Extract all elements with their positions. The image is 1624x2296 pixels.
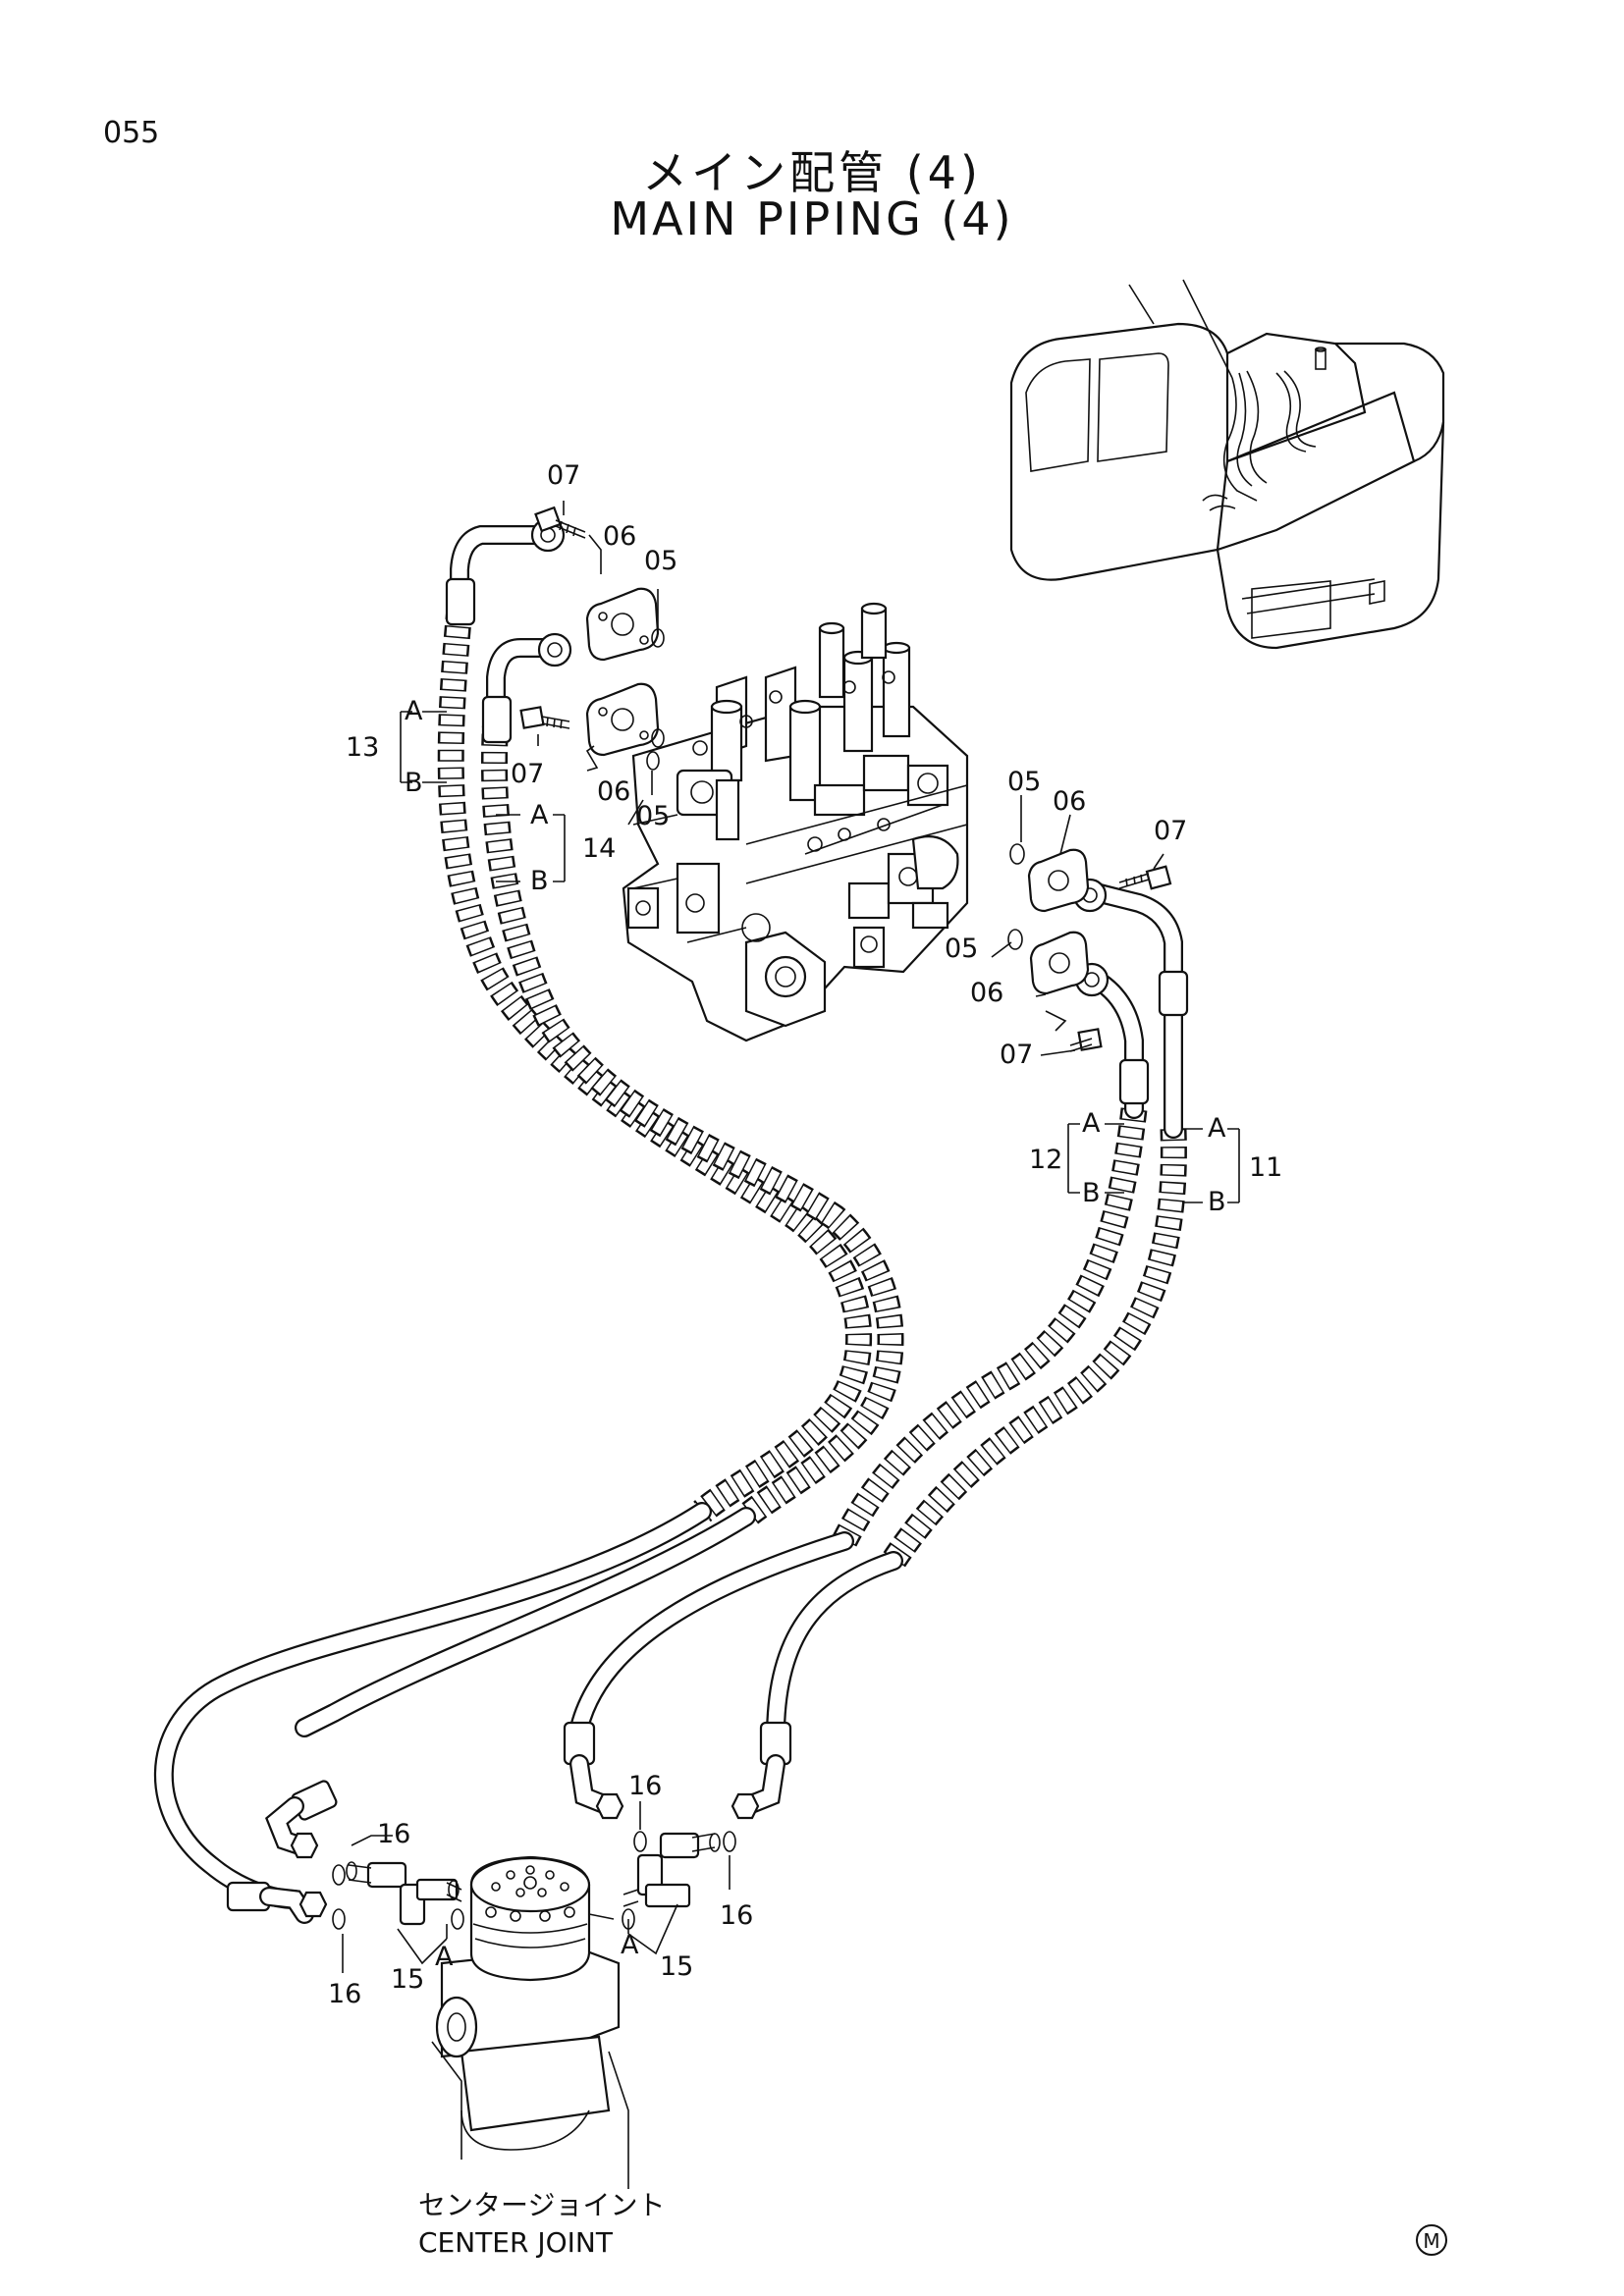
callout-07-right: 07 — [1154, 816, 1187, 846]
callout-14-a: A — [530, 800, 549, 830]
title-english: MAIN PIPING (4) — [610, 192, 1014, 245]
callout-16-c: 16 — [628, 1771, 662, 1801]
callout-16-d: 16 — [720, 1900, 753, 1931]
plain-hoses — [153, 525, 1183, 1909]
center-joint — [431, 1855, 629, 2189]
page-number: 055 — [103, 116, 160, 150]
callout-15-left: 15 — [391, 1964, 424, 1995]
callout-06-mid: 06 — [597, 776, 630, 807]
callout-15-right-a: A — [621, 1930, 639, 1960]
callout-labels: 07 06 05 07 06 05 13 A B 14 A B 05 06 07… — [328, 460, 1282, 2009]
callout-07-mid: 07 — [511, 759, 544, 789]
callout-12-a: A — [1082, 1108, 1101, 1139]
callout-15-left-a: A — [435, 1942, 454, 1972]
callout-07-low: 07 — [1000, 1040, 1033, 1070]
callout-11-b: B — [1208, 1187, 1226, 1217]
excavator-illustration — [1009, 279, 1445, 650]
center-joint-caption: センタージョイント CENTER JOINT — [418, 2189, 665, 2259]
callout-13: 13 — [346, 732, 379, 763]
callout-14: 14 — [582, 833, 616, 864]
tee-fittings — [332, 1831, 736, 1930]
callout-12: 12 — [1029, 1145, 1062, 1175]
circle-m-mark: M — [1416, 2224, 1447, 2256]
callout-15-right: 15 — [660, 1951, 693, 1982]
callout-16-b: 16 — [328, 1979, 361, 2009]
callout-05-top: 05 — [644, 546, 677, 576]
callout-07-top: 07 — [547, 460, 580, 491]
callout-11: 11 — [1249, 1152, 1282, 1183]
callout-06-top: 06 — [603, 521, 636, 552]
title-japanese: メイン配管 (4) — [642, 146, 982, 199]
callout-05-right: 05 — [1007, 767, 1041, 797]
center-joint-label-jp: センタージョイント — [418, 2189, 665, 2221]
hose-assemblies — [437, 607, 1187, 1569]
circle-m-letter: M — [1423, 2229, 1439, 2253]
callout-06-low: 06 — [970, 978, 1003, 1008]
flange-parts — [519, 506, 1172, 1052]
callout-16-a: 16 — [377, 1819, 410, 1849]
callout-13-a: A — [405, 696, 423, 726]
center-joint-label-en: CENTER JOINT — [418, 2226, 614, 2259]
hose-fittings — [226, 517, 1189, 1924]
callout-05-mid: 05 — [636, 801, 670, 831]
callout-13-b: B — [405, 768, 423, 798]
callout-11-a: A — [1208, 1113, 1226, 1144]
callout-14-b: B — [530, 866, 549, 896]
control-valve — [622, 602, 969, 1042]
leader-lines — [342, 501, 1240, 1973]
callout-05-low: 05 — [945, 934, 978, 964]
callout-06-right: 06 — [1053, 786, 1086, 817]
callout-12-b: B — [1082, 1178, 1101, 1208]
